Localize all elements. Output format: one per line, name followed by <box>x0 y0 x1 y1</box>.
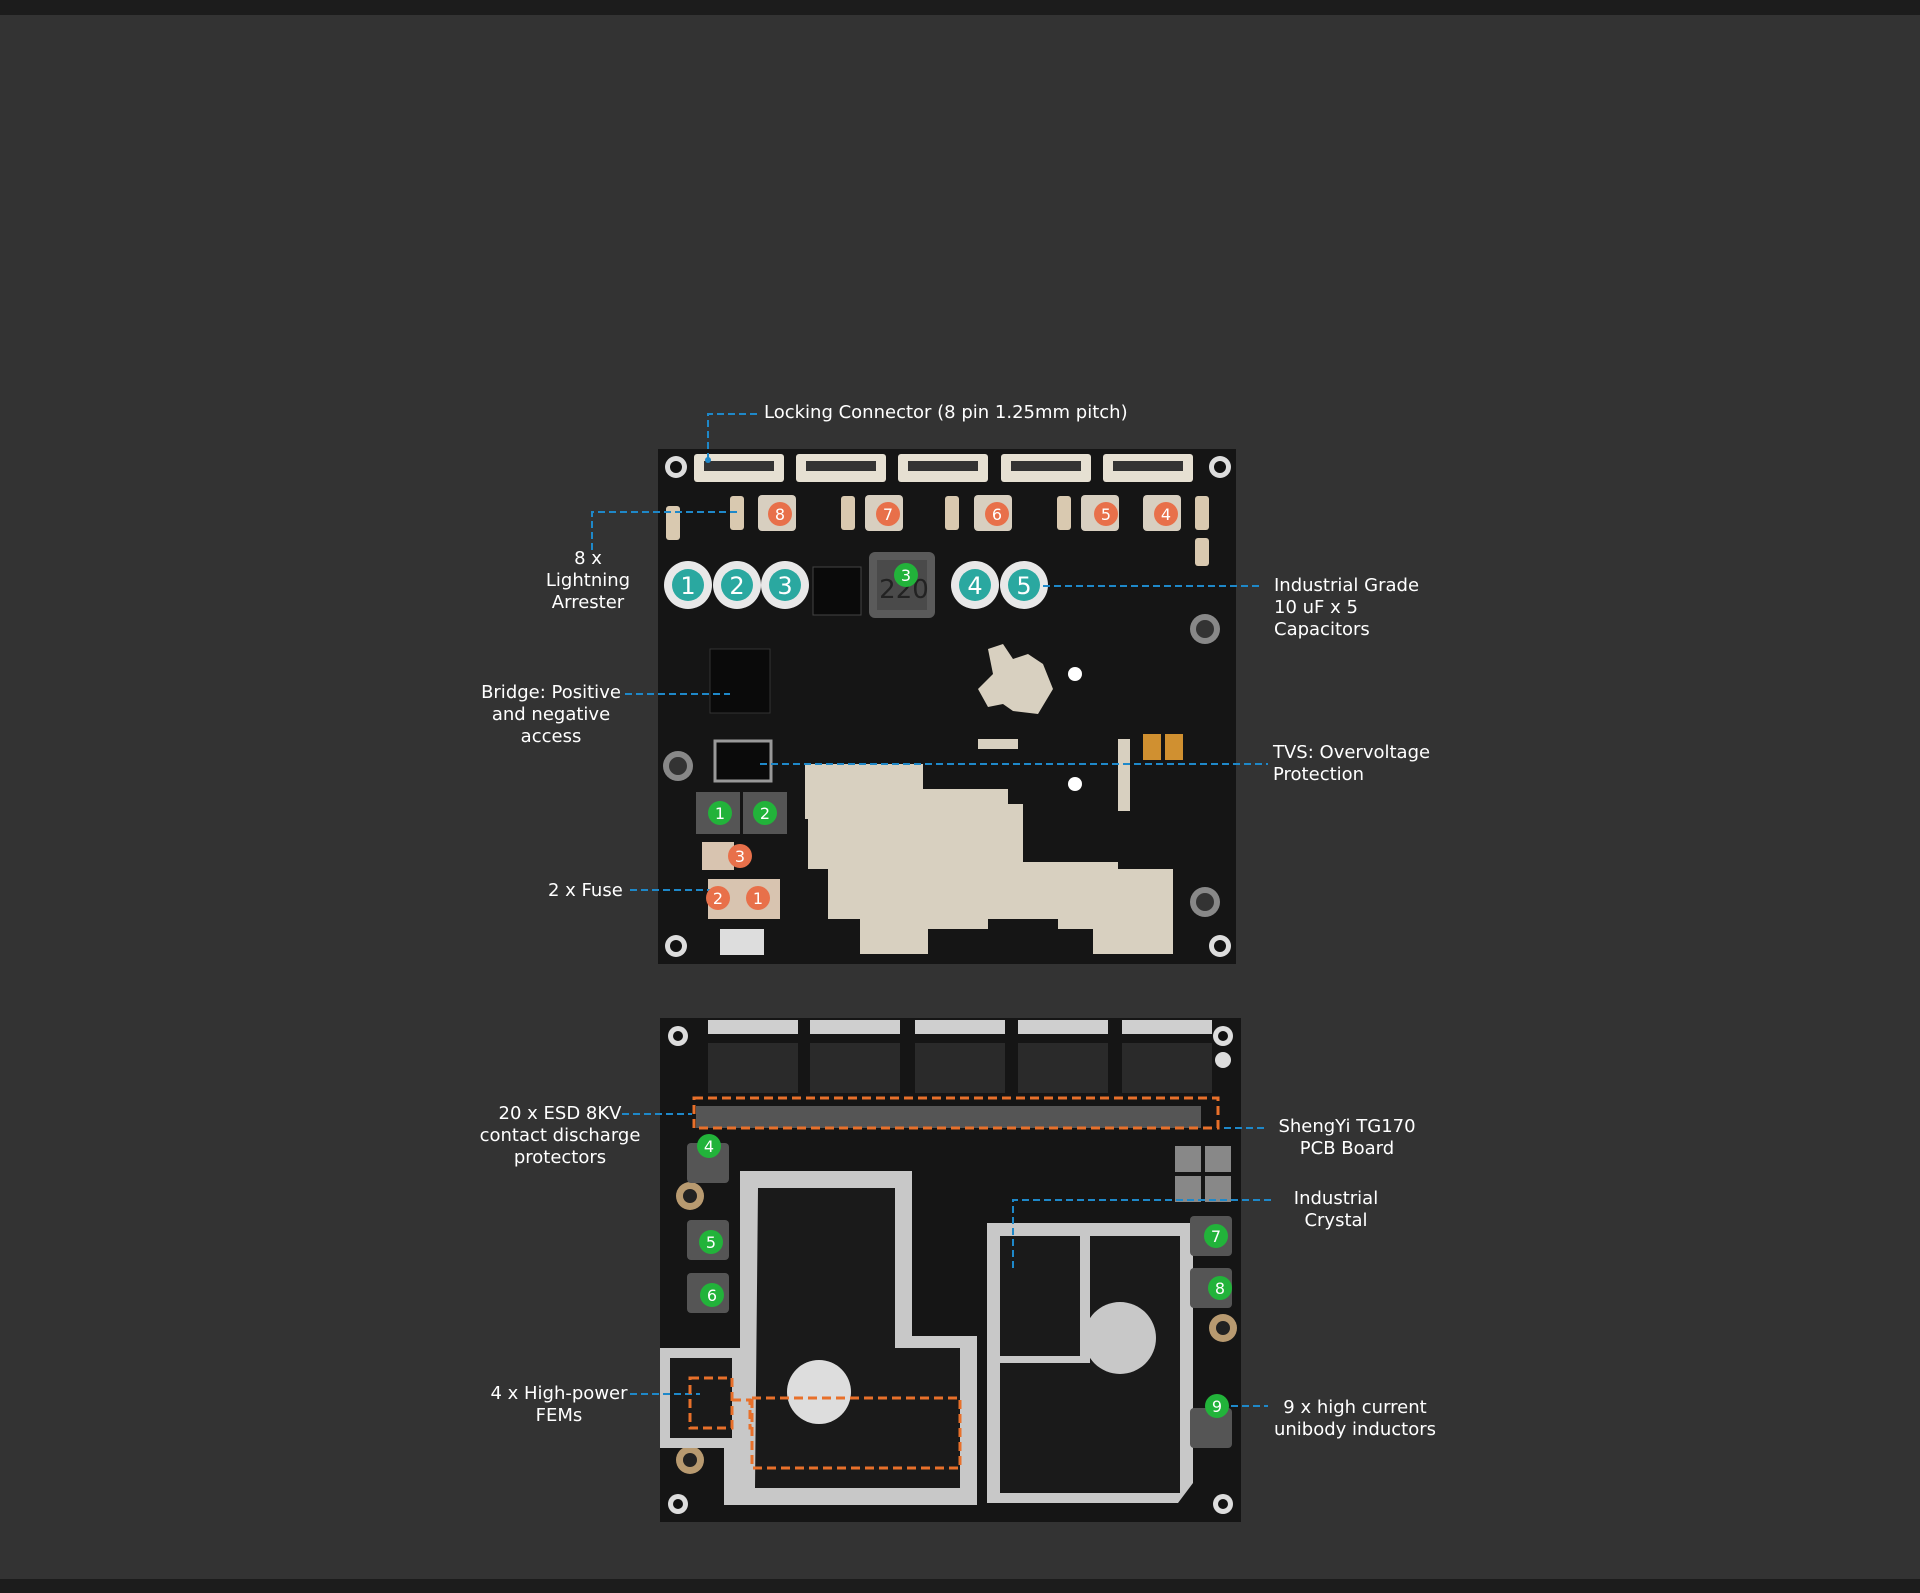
leader-lines <box>591 413 1272 1407</box>
arrester-marker <box>1154 502 1178 526</box>
arrester-marker <box>706 886 730 910</box>
arrester-marker-label: 8 <box>775 505 785 524</box>
inductor-marker <box>753 801 777 825</box>
inductor-marker <box>708 801 732 825</box>
inductor-marker-label: 7 <box>1211 1227 1221 1246</box>
inductor-marker <box>700 1283 724 1307</box>
arrester-marker-label: 4 <box>1161 505 1171 524</box>
arrester-marker-label: 1 <box>753 889 763 908</box>
capacitor-marker-label: 5 <box>1016 572 1031 600</box>
arrester-marker <box>728 844 752 868</box>
callout-crystal: Industrial Crystal <box>1293 1188 1379 1231</box>
arrester-marker <box>746 886 770 910</box>
inductor-marker-label: 3 <box>901 566 911 585</box>
leader-line-crystal <box>1012 1199 1272 1268</box>
callout-tvs: TVS: Overvoltage Protection <box>1273 742 1431 785</box>
capacitor-marker-label: 1 <box>680 572 695 600</box>
inductor-markers <box>697 563 1232 1418</box>
inductor-marker-label: 6 <box>707 1286 717 1305</box>
arrester-marker <box>876 502 900 526</box>
inductor-marker-label: 2 <box>760 804 770 823</box>
inductor-marker <box>1208 1276 1232 1300</box>
inductor-marker <box>697 1134 721 1158</box>
fem-highlight-box <box>732 1398 752 1430</box>
pcb-bottom-view <box>660 1018 1241 1522</box>
arrester-marker <box>1094 502 1118 526</box>
inductor-marker <box>894 563 918 587</box>
inductor-marker <box>1204 1224 1228 1248</box>
arrester-marker-label: 6 <box>992 505 1002 524</box>
fem-highlight-box <box>688 1376 734 1430</box>
callout-esd: 20 x ESD 8KV contact discharge protector… <box>479 1103 641 1168</box>
inductor-marker-label: 5 <box>706 1233 716 1252</box>
highlight-boxes <box>688 1096 1220 1470</box>
callout-inductors: 9 x high current unibody inductors <box>1273 1397 1437 1440</box>
arrester-marker <box>768 502 792 526</box>
inductor-marker-label: 9 <box>1212 1397 1222 1416</box>
callout-fems: 4 x High-power FEMs <box>490 1383 628 1426</box>
capacitor-markers <box>672 569 1040 601</box>
capacitor-marker <box>1008 569 1040 601</box>
callout-pcb: ShengYi TG170 PCB Board <box>1278 1116 1416 1159</box>
copper-pour <box>805 764 1173 954</box>
callout-fuse: 2 x Fuse <box>548 880 623 901</box>
pcb-top-artwork <box>663 454 1231 957</box>
arrester-marker-label: 7 <box>883 505 893 524</box>
capacitor-marker-label: 3 <box>777 572 792 600</box>
callout-capacitors: Industrial Grade 10 uF x 5 Capacitors <box>1274 575 1420 640</box>
capacitor-marker <box>672 569 704 601</box>
inductor-marker-label: 1 <box>715 804 725 823</box>
pcb-bottom-artwork <box>660 1020 1237 1514</box>
callout-locking-connector: Locking Connector (8 pin 1.25mm pitch) <box>764 402 1128 423</box>
capacitor-marker-label: 4 <box>967 572 982 600</box>
lightning-arrester-markers <box>706 502 1178 910</box>
arrester-marker <box>985 502 1009 526</box>
leader-line-lightning-arrester <box>591 511 740 550</box>
arrester-marker-label: 5 <box>1101 505 1111 524</box>
esd-highlight-box <box>692 1096 1220 1130</box>
leader-line-locking-connector <box>707 413 757 460</box>
inductor-marker <box>1205 1394 1229 1418</box>
top-bar <box>0 0 1920 15</box>
arrester-marker-label: 3 <box>735 847 745 866</box>
bottom-bar <box>0 1579 1920 1593</box>
capacitor-marker <box>769 569 801 601</box>
arrester-marker-label: 2 <box>713 889 723 908</box>
pcb-top-view <box>658 449 1236 964</box>
callout-bridge: Bridge: Positive and negative access <box>481 682 621 747</box>
capacitor-marker <box>721 569 753 601</box>
inductor-marker <box>699 1230 723 1254</box>
capacitor-marker <box>959 569 991 601</box>
fem-highlight-box <box>750 1396 962 1470</box>
inductor-marker-label: 4 <box>704 1137 714 1156</box>
capacitor-marker-label: 2 <box>729 572 744 600</box>
callout-lightning-arrester: 8 x Lightning Arrester <box>545 548 631 613</box>
inductor-marker-label: 8 <box>1215 1279 1225 1298</box>
